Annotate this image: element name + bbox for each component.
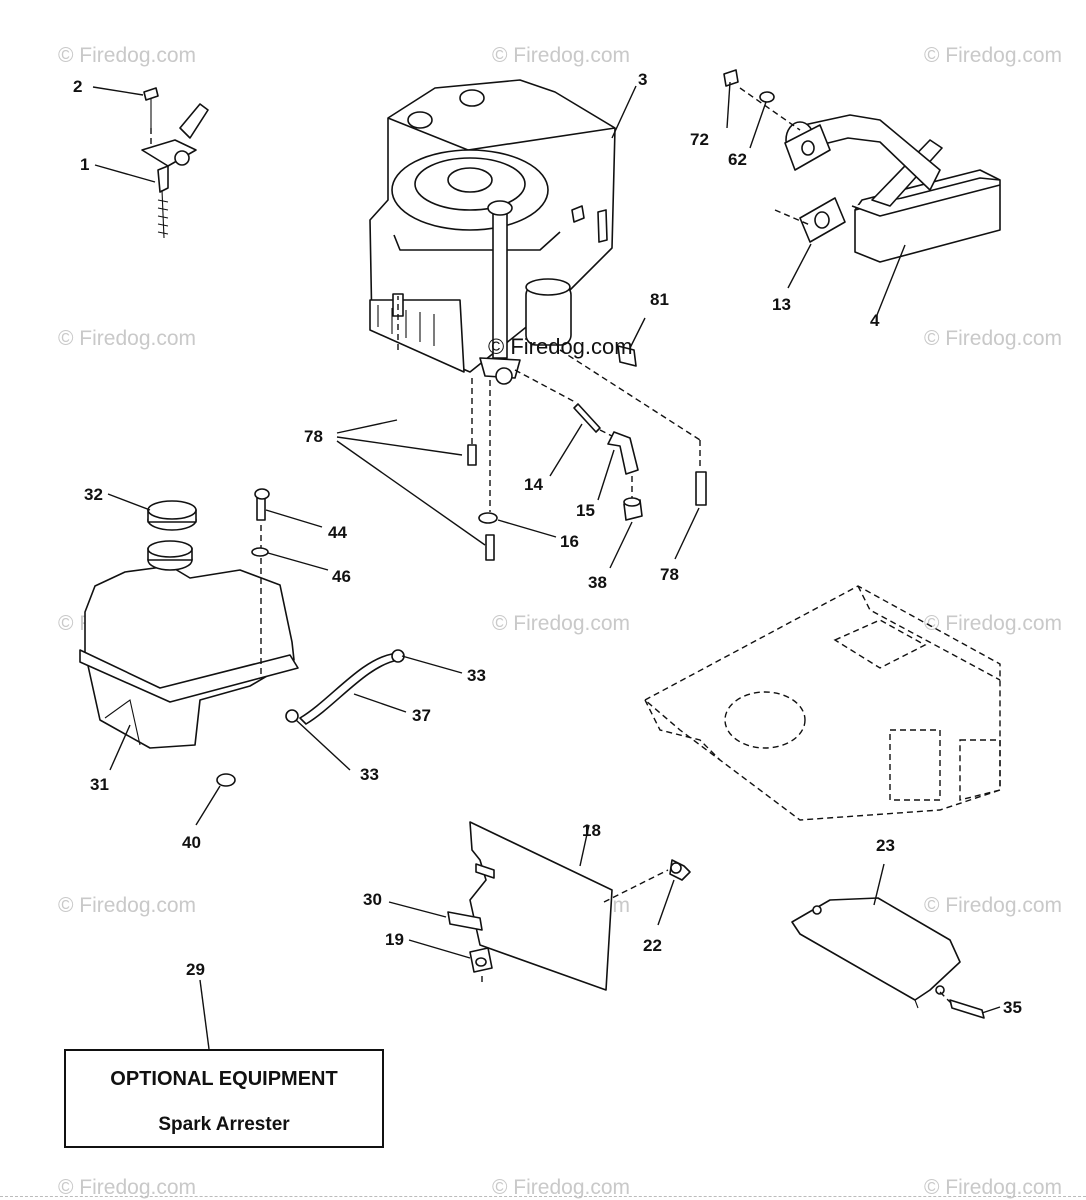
watermark: © Firedog.com	[58, 327, 196, 350]
callout-31: 31	[90, 775, 109, 794]
callout-72: 72	[690, 130, 709, 149]
watermark: © Firedog.com	[924, 44, 1062, 67]
callout-14: 14	[524, 475, 543, 494]
callout-30: 30	[363, 890, 382, 909]
callout-78: 78	[660, 565, 679, 584]
watermark: © Firedog.com	[492, 612, 630, 635]
callout-3: 3	[638, 70, 647, 89]
watermark: © Firedog.com	[924, 327, 1062, 350]
callout-37: 37	[412, 706, 431, 725]
watermark: © Firedog.com	[492, 44, 630, 67]
engine-part	[369, 79, 616, 385]
callout-numbers: 2 1 3 72 62 13 4 81 78 14 15 16 38 78 32…	[73, 70, 1022, 1017]
callout-19: 19	[385, 930, 404, 949]
callout-15: 15	[576, 501, 595, 520]
callout-33: 33	[360, 765, 379, 784]
callout-29: 29	[186, 960, 205, 979]
callout-38: 38	[588, 573, 607, 592]
engine-hardware-parts	[392, 293, 707, 561]
spark-arrester-label: Spark Arrester	[158, 1114, 290, 1135]
optional-equipment-title: OPTIONAL EQUIPMENT	[110, 1068, 338, 1090]
callout-13: 13	[772, 295, 791, 314]
watermark: © Firedog.com	[924, 612, 1062, 635]
throttle-control-part	[141, 87, 209, 239]
watermark: © Firedog.com	[924, 894, 1062, 917]
optional-equipment-box: OPTIONAL EQUIPMENT Spark Arrester	[64, 1049, 384, 1148]
callout-35: 35	[1003, 998, 1022, 1017]
callout-40: 40	[182, 833, 201, 852]
callout-16: 16	[560, 532, 579, 551]
callout-44: 44	[328, 523, 347, 542]
cover-plate-part	[791, 897, 985, 1019]
callout-4: 4	[870, 311, 880, 330]
callout-18: 18	[582, 821, 601, 840]
fuel-tank-part	[79, 488, 299, 787]
callout-46: 46	[332, 567, 351, 586]
watermark: © Firedog.com	[492, 1176, 630, 1199]
battery-plate-part	[447, 821, 691, 991]
callout-32: 32	[84, 485, 103, 504]
watermark: © Firedog.com	[58, 1176, 196, 1199]
watermark: © Firedog.com	[924, 1176, 1062, 1199]
callout-62: 62	[728, 150, 747, 169]
callout-33: 33	[467, 666, 486, 685]
watermark-layer: © Firedog.com © Firedog.com © Firedog.co…	[58, 44, 1062, 1199]
callout-78: 78	[304, 427, 323, 446]
center-watermark: © Firedog.com	[488, 334, 633, 359]
callout-22: 22	[643, 936, 662, 955]
footer-divider	[0, 1196, 1086, 1197]
callout-23: 23	[876, 836, 895, 855]
callout-1: 1	[80, 155, 89, 174]
watermark: © Firedog.com	[58, 894, 196, 917]
callout-81: 81	[650, 290, 669, 309]
fuel-line-part	[285, 649, 405, 725]
callout-2: 2	[73, 77, 82, 96]
leader-lines	[92, 81, 1001, 1050]
watermark: © Firedog.com	[58, 44, 196, 67]
tractor-frame-part	[643, 585, 1001, 821]
muffler-part	[723, 69, 1001, 263]
